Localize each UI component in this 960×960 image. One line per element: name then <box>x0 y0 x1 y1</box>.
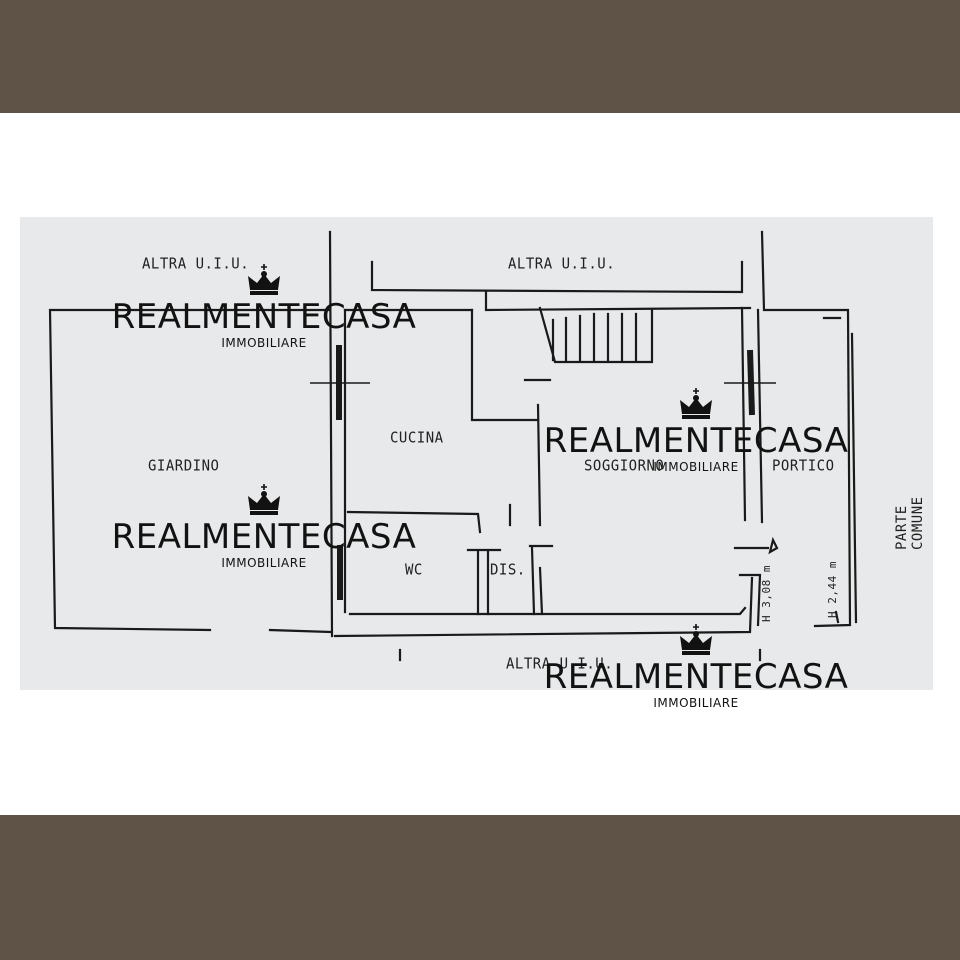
label-altra-uiu-top: ALTRA U.I.U. <box>508 255 616 273</box>
wc-partition <box>346 503 554 616</box>
top-frame-band <box>0 0 960 113</box>
left-boundary-wall <box>328 230 347 638</box>
watermark-brand: REALMENTECASA <box>543 421 849 461</box>
stair <box>538 306 654 364</box>
watermark-brand: REALMENTECASA <box>543 657 849 697</box>
kitchen-partition <box>470 308 552 527</box>
upper-unit-line <box>370 260 744 294</box>
watermark-bottom-right: REALMENTECASA IMMOBILIARE <box>526 622 866 710</box>
watermark-subtitle: IMMOBILIARE <box>653 696 739 710</box>
label-height-interior: H 3,08 m <box>760 565 773 622</box>
label-wc: WC <box>405 561 423 579</box>
label-height-portico: H 2,44 m <box>826 561 839 618</box>
label-giardino: GIARDINO <box>148 457 220 475</box>
label-dis: DIS. <box>490 561 526 579</box>
crown-icon <box>248 264 280 295</box>
height-arrow <box>768 536 779 555</box>
watermark-brand: REALMENTECASA <box>111 517 417 557</box>
label-altra-uiu-bottom: ALTRA U.I.U. <box>506 655 614 673</box>
label-parte-comune: PARTE COMUNE <box>894 496 926 550</box>
portico-outline <box>760 230 858 628</box>
watermark-subtitle: IMMOBILIARE <box>221 556 307 570</box>
label-soggiorno: SOGGIORNO <box>584 457 665 475</box>
watermark-brand: REALMENTECASA <box>111 297 417 337</box>
watermark-top-left: REALMENTECASA IMMOBILIARE <box>94 262 434 350</box>
house-bottom-wall <box>333 576 754 638</box>
crown-icon <box>248 484 280 515</box>
house-top-wall <box>343 290 752 312</box>
portico-wall <box>733 306 770 627</box>
watermark-bottom-left: REALMENTECASA IMMOBILIARE <box>94 482 434 570</box>
floor-plan-paper <box>20 217 933 690</box>
crown-icon <box>680 388 712 419</box>
label-altra-uiu-top-left: ALTRA U.I.U. <box>142 255 250 273</box>
label-portico: PORTICO <box>772 457 835 475</box>
bottom-frame-band <box>0 815 960 960</box>
garden-outline <box>48 308 332 634</box>
label-cucina: CUCINA <box>390 429 444 447</box>
crown-icon <box>680 624 712 655</box>
watermark-subtitle: IMMOBILIARE <box>653 460 739 474</box>
watermark-center-right: REALMENTECASA IMMOBILIARE <box>526 386 866 474</box>
lower-unit-line <box>398 648 762 662</box>
watermark-subtitle: IMMOBILIARE <box>221 336 307 350</box>
